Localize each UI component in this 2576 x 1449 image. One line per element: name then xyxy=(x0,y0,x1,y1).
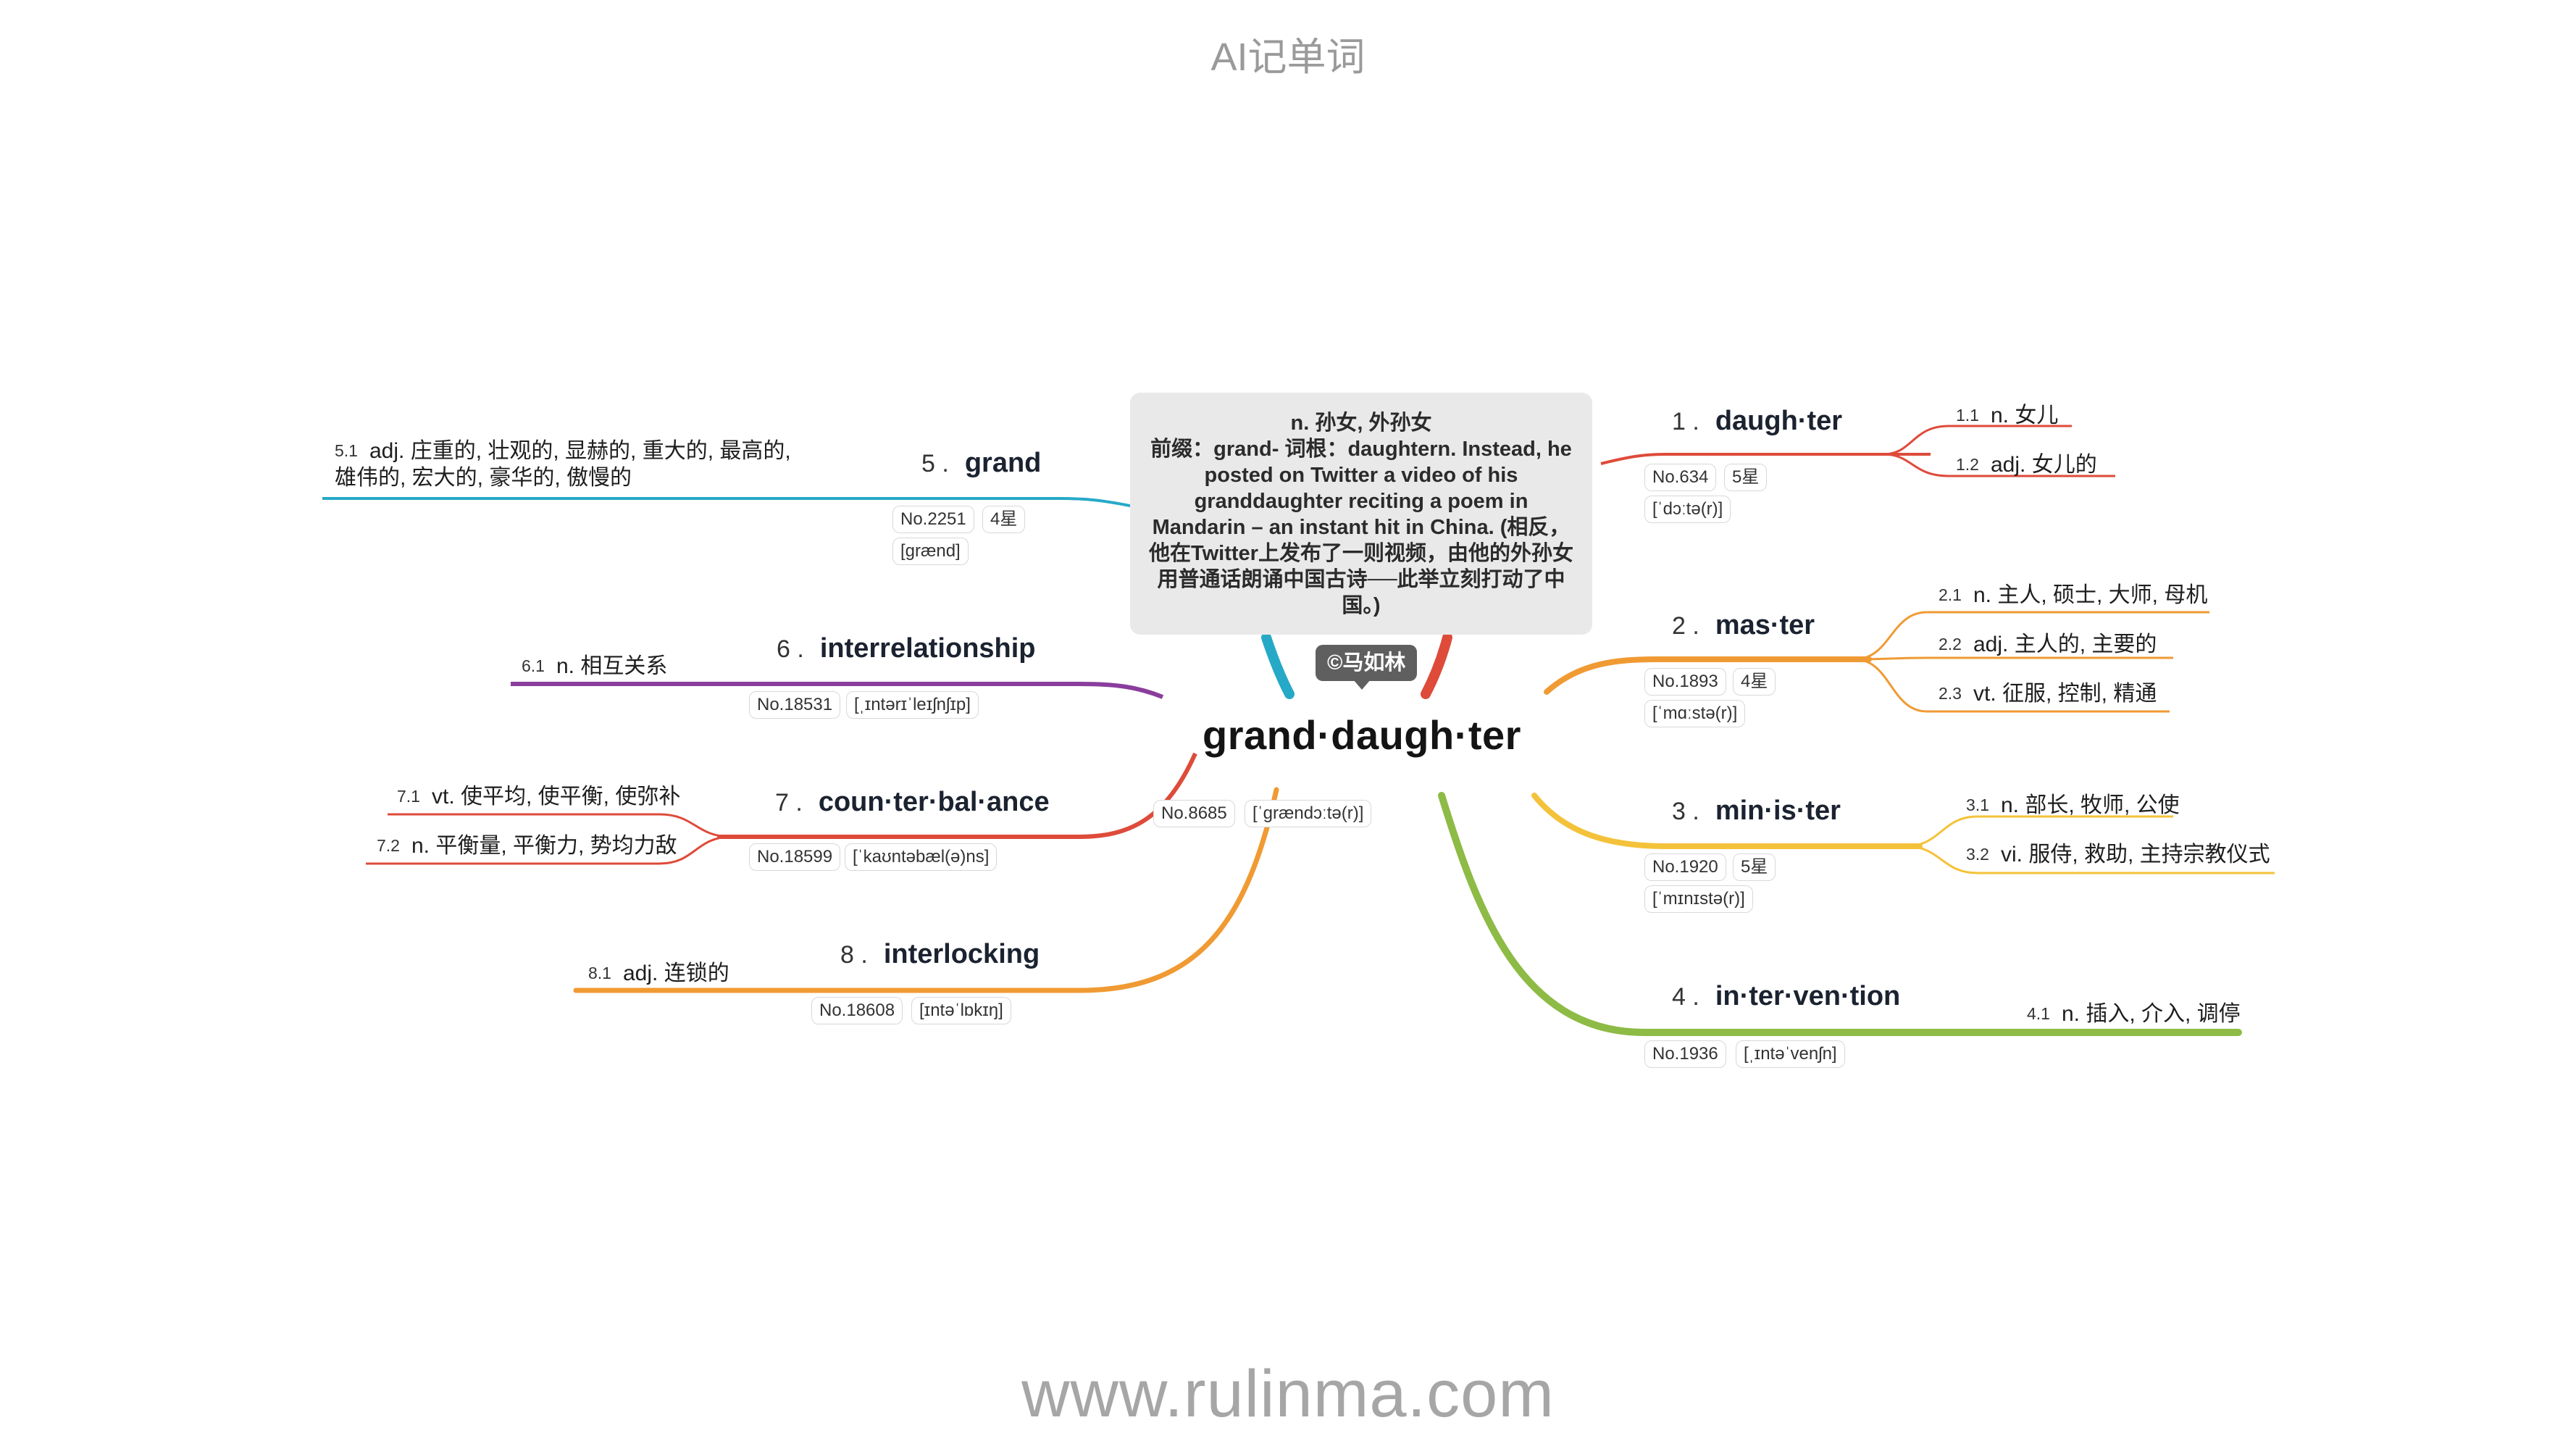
branch-6-word[interactable]: 6 . interrelationship xyxy=(777,633,1036,664)
connector-sub-3-1 xyxy=(1904,815,2173,848)
branch-7-no-pill: No.18599 xyxy=(749,843,841,871)
center-phonetic-pill: [ˈgrændɔːtə(r)] xyxy=(1245,800,1372,827)
connector-sub-7-2 xyxy=(366,835,732,865)
branch-5-number: 5 . xyxy=(921,450,949,477)
branch-1-number: 1 . xyxy=(1672,408,1699,435)
callout-line: 国。) xyxy=(1342,594,1381,617)
branch-5-word-text: grand xyxy=(964,448,1042,478)
branch-1-phonetic-pill: [ˈdɔːtə(r)] xyxy=(1644,496,1731,523)
branch-1-stars-pill: 5星 xyxy=(1724,464,1768,491)
branch-2-number: 2 . xyxy=(1672,612,1699,640)
branch-5-word[interactable]: 5 . grand xyxy=(921,448,1041,479)
connector-sub-2-2 xyxy=(1854,656,2173,661)
branch-8-word-text: interlocking xyxy=(883,939,1040,969)
branch-2-word[interactable]: 2 . mas·ter xyxy=(1672,610,1815,641)
callout-line: 他在Twitter上发布了一则视频，由他的外孙女 xyxy=(1149,542,1573,565)
branch-5-stars-pill: 4星 xyxy=(982,506,1026,533)
connector-sub-1-2 xyxy=(1883,453,2115,477)
branch-8-phonetic-pill: [ɪntəˈlɒkɪŋ] xyxy=(911,997,1011,1024)
branch-2-word-text: mas·ter xyxy=(1715,610,1815,640)
branch-8-no-pill: No.18608 xyxy=(811,997,903,1024)
connector-branch-1 xyxy=(1600,453,1931,465)
center-word[interactable]: grand·daugh·ter xyxy=(1203,712,1521,758)
branch-3-stars-pill: 5星 xyxy=(1733,853,1776,881)
branch-2-phonetic-pill: [ˈmɑːstə(r)] xyxy=(1644,700,1746,727)
branch-8-number: 8 . xyxy=(840,941,868,969)
author-tag: ©马如林 xyxy=(1316,645,1418,681)
branch-7-number: 7 . xyxy=(775,789,803,817)
branch-5-phonetic-pill: [grænd] xyxy=(892,538,969,565)
branch-7-word[interactable]: 7 . coun·ter·bal·ance xyxy=(775,787,1050,818)
branch-4-number: 4 . xyxy=(1672,983,1699,1011)
connector-sub-7-1 xyxy=(388,813,732,838)
branch-4-phonetic-pill: [ˌɪntəˈvenʃn] xyxy=(1736,1040,1845,1068)
branch-1-word[interactable]: 1 . daugh·ter xyxy=(1672,406,1842,437)
branch-6-word-text: interrelationship xyxy=(819,633,1036,664)
callout-line: n. 孙女, 外孙女 xyxy=(1290,412,1432,435)
connector-sub-1-1 xyxy=(1883,425,2072,456)
connector-branch-4 xyxy=(1438,792,2242,1036)
branch-2-stars-pill: 4星 xyxy=(1733,668,1776,696)
branch-3-phonetic-pill: [ˈmɪnɪstə(r)] xyxy=(1644,885,1753,913)
center-note-callout: n. 孙女, 外孙女 前缀：grand- 词根：daughtern. Inste… xyxy=(1130,393,1592,635)
branch-3-word[interactable]: 3 . min·is·ter xyxy=(1672,796,1841,827)
author-tag-pointer xyxy=(1353,680,1371,690)
connector-branch-5 xyxy=(322,497,1138,509)
connector-sub-3-2 xyxy=(1904,845,2275,874)
branch-1-word-text: daugh·ter xyxy=(1715,406,1843,436)
branch-5-no-pill: No.2251 xyxy=(892,506,974,533)
connector-branch-7 xyxy=(717,752,1197,839)
branch-6-phonetic-pill: [ˌɪntərɪˈleɪʃnʃɪp] xyxy=(846,691,979,719)
connector-branch-8 xyxy=(573,787,1279,993)
connector-branch-2 xyxy=(1544,656,1872,695)
callout-line: granddaughter reciting a poem in xyxy=(1194,490,1529,513)
branch-6-no-pill: No.18531 xyxy=(749,691,841,719)
connector-sub-2-3 xyxy=(1854,658,2170,713)
branch-8-word[interactable]: 8 . interlocking xyxy=(840,939,1040,970)
branch-4-word[interactable]: 4 . in·ter·ven·tion xyxy=(1672,981,1900,1012)
connector-stub-cyan xyxy=(1261,632,1295,699)
connector-branch-6 xyxy=(511,682,1164,699)
center-no-pill: No.8685 xyxy=(1153,800,1235,827)
callout-line: Mandarin – an instant hit in China. (相反， xyxy=(1152,516,1571,539)
connector-sub-2-1 xyxy=(1854,611,2209,661)
app-header-title: AI记单词 xyxy=(1210,36,1366,79)
connector-branch-3 xyxy=(1531,793,1923,849)
branch-7-phonetic-pill: [ˈkaʊntəbæl(ə)ns] xyxy=(845,843,998,871)
callout-line: 用普通话朗诵中国古诗──此举立刻打动了中 xyxy=(1157,568,1565,591)
branch-1-no-pill: No.634 xyxy=(1644,464,1717,491)
branch-4-no-pill: No.1936 xyxy=(1644,1040,1726,1068)
branch-2-no-pill: No.1893 xyxy=(1644,668,1726,696)
site-url-footer: www.rulinma.com xyxy=(1021,1357,1555,1431)
branch-4-word-text: in·ter·ven·tion xyxy=(1715,981,1901,1011)
branch-6-number: 6 . xyxy=(777,635,804,663)
connector-stub-red xyxy=(1421,632,1452,699)
branch-3-no-pill: No.1920 xyxy=(1644,853,1726,881)
callout-line: 前缀：grand- 词根：daughtern. Instead, he xyxy=(1150,438,1572,461)
branch-3-number: 3 . xyxy=(1672,798,1699,825)
callout-line: posted on Twitter a video of his xyxy=(1204,464,1518,487)
branch-7-word-text: coun·ter·bal·ance xyxy=(818,787,1050,817)
branch-3-word-text: min·is·ter xyxy=(1715,796,1841,826)
